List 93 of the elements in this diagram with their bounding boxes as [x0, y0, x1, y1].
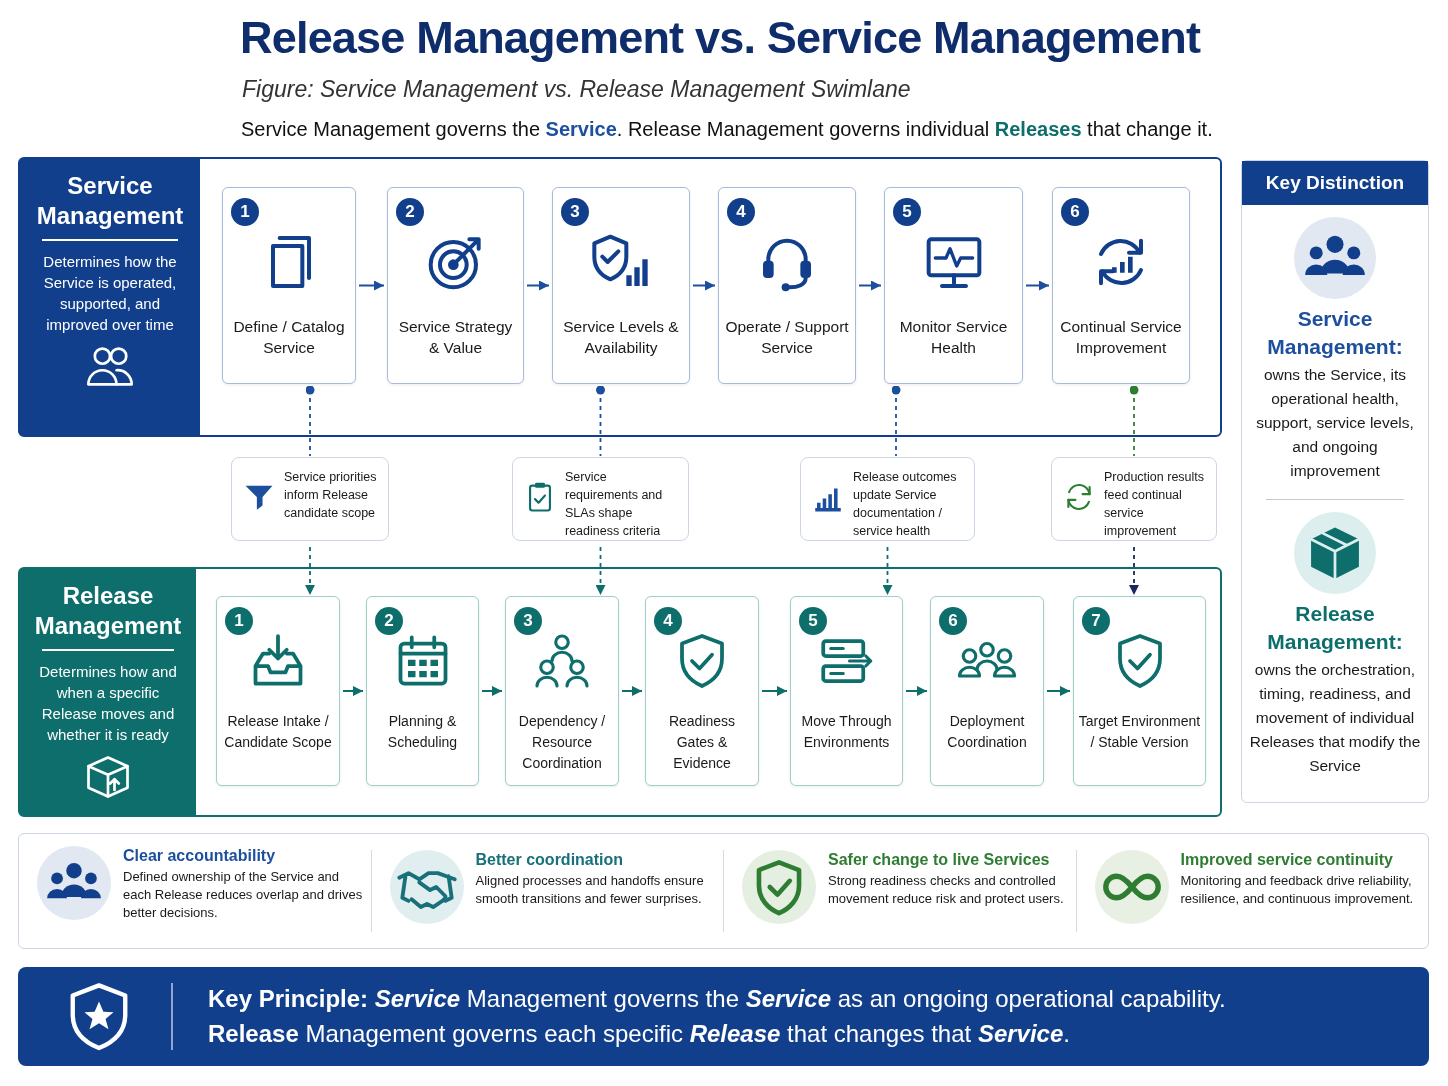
dashed-connector	[1129, 546, 1139, 596]
handoff-text: Release outcomes update Service documentation / service health	[853, 469, 958, 540]
lane-title: Service Management	[35, 171, 185, 231]
handoff-text: Service requirements and SLAs shape readiness criteria	[565, 469, 664, 540]
handoff-text: Service priorities inform Release candidate scope	[284, 469, 378, 522]
step-label: Deployment Coordination	[946, 712, 1028, 752]
process-step-card	[790, 596, 903, 786]
benefits-card	[18, 833, 1429, 949]
handoff-card	[231, 457, 389, 541]
process-step-card	[222, 187, 356, 384]
distinction-heading: Service Management:	[1266, 306, 1404, 360]
step-label: Service Strategy & Value	[397, 317, 514, 358]
arrow	[1025, 280, 1050, 291]
benefit-title: Better coordination	[475, 850, 625, 870]
panel-title: Key Distinction	[1242, 161, 1428, 205]
handoff-card	[1051, 457, 1217, 541]
step-number: 6	[939, 607, 967, 635]
step-number: 3	[561, 198, 589, 226]
benefit-text: Strong readiness checks and controlled movement reduce risk and protect users.	[828, 872, 1065, 908]
process-step-card	[366, 596, 479, 786]
lane-description: Determines how the Service is operated, supported, and improved over time	[42, 252, 178, 335]
process-step-card	[718, 187, 856, 384]
step-number: 4	[654, 607, 682, 635]
distinction-text: owns the orchestration, timing, readiness, and movement of individual Releases that modify the Service	[1248, 660, 1422, 776]
arrow	[342, 686, 364, 696]
dashed-connector	[596, 385, 605, 457]
distinction-heading: Release Management:	[1266, 601, 1404, 655]
arrow	[905, 686, 928, 696]
step-number: 4	[727, 198, 755, 226]
benefit-title: Clear accountability	[123, 846, 277, 866]
step-label: Dependency / Resource Coordination	[517, 712, 607, 773]
arrow	[858, 280, 882, 291]
step-number: 2	[375, 607, 403, 635]
arrow	[1046, 686, 1071, 696]
arrow	[621, 686, 643, 696]
intro-text: Service Management governs the Service. Release Management governs individual Releases that change it.	[241, 118, 1213, 141]
benefit-text: Monitoring and feedback drive reliability, resilience, and continuous improvement.	[1180, 872, 1415, 908]
benefit-title: Improved service continuity	[1180, 850, 1394, 870]
arrow	[526, 280, 550, 291]
arrow	[481, 686, 503, 696]
figure-caption: Figure: Service Management vs. Release Management Swimlane	[242, 76, 911, 103]
dashed-connector	[305, 546, 315, 596]
benefit-text: Defined ownership of the Service and each Release reduces overlap and drives better decisions.	[123, 868, 364, 922]
dashed-connector	[595, 546, 606, 596]
step-number: 2	[396, 198, 424, 226]
arrow	[761, 686, 788, 696]
process-step-card	[505, 596, 619, 786]
arrow	[358, 280, 385, 291]
dashed-connector	[305, 385, 315, 457]
process-step-card	[1073, 596, 1206, 786]
step-label: Planning & Scheduling	[386, 712, 459, 752]
step-number: 1	[225, 607, 253, 635]
key-distinction-panel	[1241, 160, 1429, 803]
dashed-connector	[1129, 385, 1139, 457]
step-label: Release Intake / Candidate Scope	[223, 712, 333, 752]
principle-text: Release Management governs each specific Release that changes that Service.	[208, 1020, 1070, 1048]
arrow	[692, 280, 716, 291]
process-step-card	[930, 596, 1044, 786]
principle-banner	[18, 967, 1429, 1066]
step-number: 3	[514, 607, 542, 635]
step-label: Continual Service Improvement	[1059, 317, 1183, 358]
process-step-card	[884, 187, 1023, 384]
lane-description: Determines how and when a specific Release moves and whether it is ready	[38, 662, 178, 745]
step-label: Target Environment / Stable Version	[1078, 712, 1201, 752]
benefit-text: Aligned processes and handoffs ensure smooth transitions and fewer surprises.	[475, 872, 705, 908]
step-label: Monitor Service Health	[898, 317, 1009, 358]
step-number: 1	[231, 198, 259, 226]
handoff-text: Production results feed continual service improvement	[1104, 469, 1206, 540]
step-number: 6	[1061, 198, 1089, 226]
step-label: Service Levels & Availability	[562, 317, 680, 358]
distinction-text: owns the Service, its operational health, support, service levels, and ongoing improvement	[1255, 365, 1415, 481]
process-step-card	[1052, 187, 1190, 384]
handoff-card	[800, 457, 975, 541]
principle-text: Key Principle: Service Management governs the Service as an ongoing operational capability.	[208, 985, 1226, 1013]
swimlane	[18, 567, 1222, 817]
step-label: Define / Catalog Service	[232, 317, 346, 358]
step-number: 5	[799, 607, 827, 635]
step-label: Readiness Gates & Evidence	[667, 712, 737, 773]
process-step-card	[552, 187, 690, 384]
step-label: Operate / Support Service	[724, 317, 850, 358]
title: Release Management vs. Service Management	[240, 12, 1201, 64]
benefit-title: Safer change to live Services	[828, 850, 1051, 870]
step-label: Move Through Environments	[800, 712, 893, 752]
dashed-connector	[891, 385, 901, 457]
process-step-card	[216, 596, 340, 786]
step-number: 7	[1082, 607, 1110, 635]
handoff-card	[512, 457, 689, 541]
process-step-card	[645, 596, 759, 786]
swimlane	[18, 157, 1222, 437]
dashed-connector	[882, 546, 893, 596]
process-step-card	[387, 187, 524, 384]
lane-title: Release Management	[33, 581, 183, 641]
step-number: 5	[893, 198, 921, 226]
